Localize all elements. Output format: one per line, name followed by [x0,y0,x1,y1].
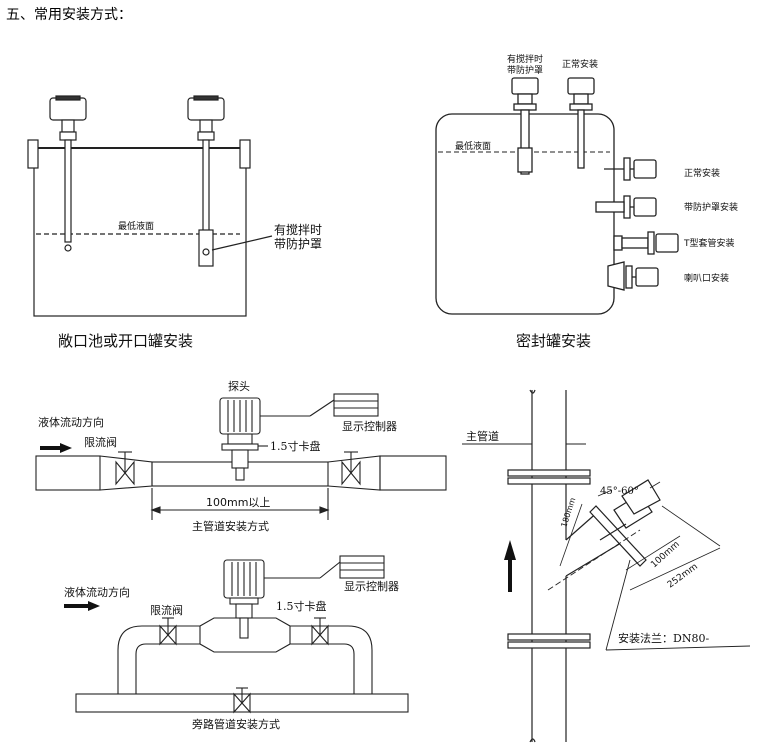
inclined-flow-arrow [504,540,516,592]
main-controller-label: 显示控制器 [342,419,397,433]
inclined-angle-label: 45°-60° [600,486,639,497]
sealed-side-label-0: 正常安装 [684,167,720,179]
bypass-flow-arrow [64,601,100,611]
sealed-side-label-2: T型套管安装 [683,237,735,249]
main-clamp-label: 1.5寸卡盘 [270,439,321,453]
flange-lower-2 [507,641,591,649]
main-probe [219,397,261,481]
protective-shield [198,229,214,267]
sealed-side-probe-normal [604,157,657,181]
main-pipe-diagram [35,393,447,520]
inclined-main-pipe-label: 主管道 [466,429,499,443]
main-controller-box [333,393,379,417]
inclined-flange-label: 安装法兰：DN80- [618,631,709,645]
open-tank-caption: 敞口池或开口罐安装 [58,332,193,350]
open-tank-probe-left [49,95,87,252]
main-probe-label: 探头 [228,380,250,393]
bypass-valve-left [159,617,177,646]
flange-lower-1 [507,633,591,641]
sealed-tank-diagram [435,77,679,315]
sealed-top-label-1b: 带防护罩 [507,64,543,76]
sealed-top-probe-right [567,77,595,169]
main-valve-label: 限流阀 [84,435,117,449]
section-heading: 五、常用安装方式： [6,7,132,23]
bypass-valve-right [311,617,329,646]
sealed-top-label-1a: 有搅拌时 [507,53,543,65]
flange-upper-1 [507,469,591,477]
open-shield-label-1: 有搅拌时 [274,222,322,237]
shield-leader-line [211,235,273,251]
main-valve-right [341,451,361,486]
bypass-controller-label: 显示控制器 [344,579,399,593]
sealed-tank-caption: 密封罐安装 [516,332,591,350]
flange-upper-2 [507,477,591,485]
inclined-dim-100: 100mm [649,540,681,571]
bypass-valve-bottom [233,687,251,714]
main-valve-left [115,451,135,486]
bypass-pipe-caption: 旁路管道安装方式 [192,717,280,731]
sealed-top-probe-left [511,77,539,175]
main-pipe-left-segment [35,455,101,491]
bypass-pipe-diagram [75,555,409,714]
main-distance-label: 100mm以上 [206,496,270,509]
bypass-flow-direction-label: 液体流动方向 [64,585,130,599]
main-flow-direction-label: 液体流动方向 [38,415,104,429]
sealed-side-probe-shield [595,195,657,219]
bypass-valve-label: 限流阀 [150,603,183,617]
bypass-clamp-label: 1.5寸卡盘 [276,599,327,613]
main-pipe-caption: 主管道安装方式 [192,519,269,533]
left-bracket [27,139,39,169]
sealed-min-level-label: 最低液面 [455,140,491,152]
inclined-dim-252: 252mm [666,562,700,590]
bypass-probe [223,559,265,639]
sealed-side-probe-tee [613,231,679,255]
right-bracket [239,139,251,169]
sealed-side-probe-horn [607,261,659,291]
sealed-side-label-1: 带防护罩安装 [684,201,738,213]
branch-flange [589,505,647,567]
main-pipe-right-segment [379,455,447,491]
open-tank-diagram [27,95,273,317]
open-min-level-label: 最低液面 [118,220,154,232]
sealed-side-label-3: 喇叭口安装 [684,272,729,284]
main-flow-arrow [40,443,72,453]
inclined-install-diagram [462,389,751,743]
open-shield-label-2: 带防护罩 [274,236,322,251]
inclined-probe [599,479,661,541]
open-tank-probe-right [187,95,225,267]
bypass-controller-box [339,555,385,579]
sealed-top-label-2: 正常安装 [562,58,598,70]
